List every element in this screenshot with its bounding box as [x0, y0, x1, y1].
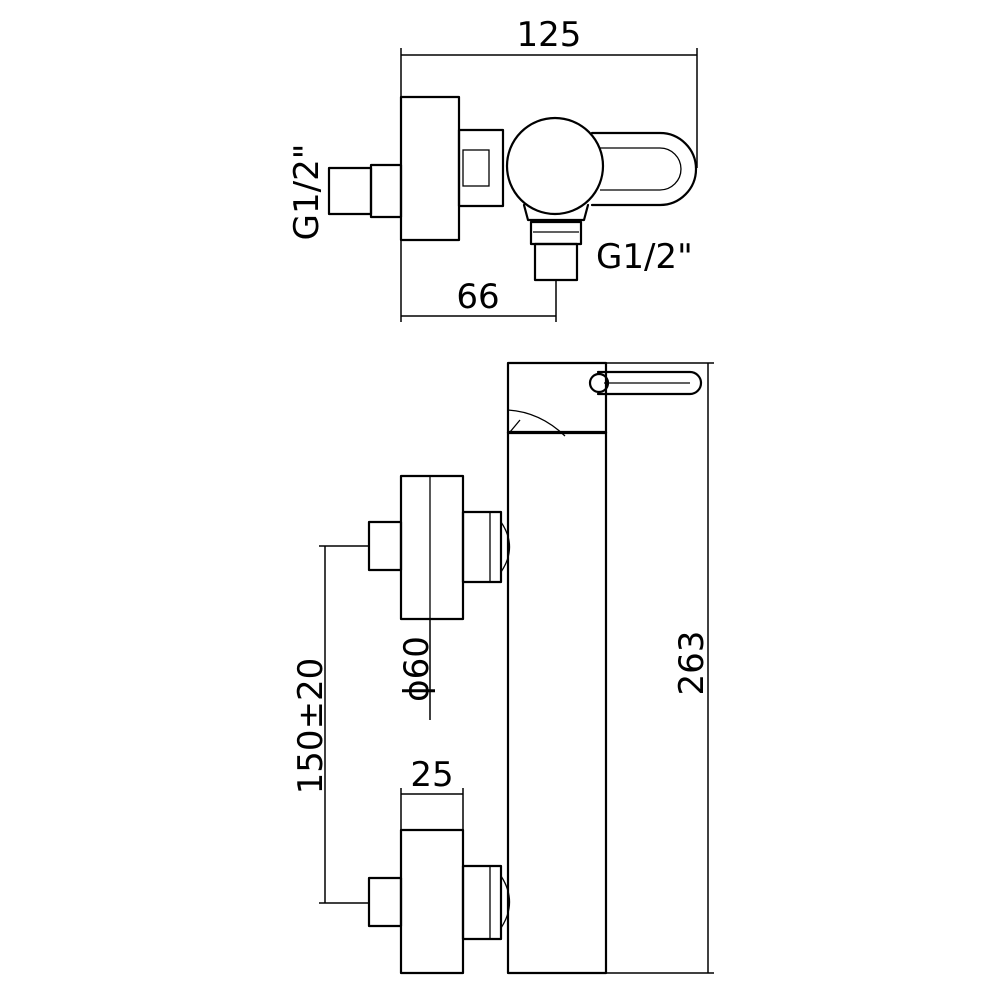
dim-diameter-label: ϕ60: [397, 636, 437, 702]
front-upper-nut: [461, 510, 503, 584]
front-cap-slant: [509, 419, 521, 433]
top-escutcheon: [399, 95, 461, 242]
top-outlet-thread: [533, 242, 579, 282]
front-upper-escutcheon: [399, 474, 465, 621]
inlet-thread-label: G1/2": [287, 144, 327, 241]
top-lever-handle: [590, 131, 698, 207]
dim-offset-label: 66: [456, 277, 499, 317]
front-lower-escutcheon: [399, 828, 465, 975]
front-mixer-body: [506, 430, 608, 975]
front-lever-handle: [596, 370, 703, 396]
dim-depth-label: 25: [410, 755, 453, 795]
dim-height-label: 263: [672, 631, 712, 696]
front-lower-nut: [461, 864, 503, 941]
top-mixer-body: [505, 116, 605, 216]
front-upper-union: [500, 521, 511, 573]
front-top-cap: [506, 361, 608, 435]
top-lever-inner: [600, 147, 682, 191]
front-view: 263 150±20 ϕ60 25: [291, 361, 714, 975]
top-inlet-connector: [369, 163, 403, 219]
top-nut: [457, 128, 505, 208]
front-lower-inlet-thread: [367, 876, 403, 928]
top-nut-inner: [462, 149, 490, 187]
front-cap-curve: [507, 409, 566, 437]
top-view: 125 66 G1/2" G1/2": [287, 15, 698, 322]
top-outlet-nut: [529, 220, 583, 246]
dim-centres-label: 150±20: [291, 658, 331, 795]
front-upper-inlet-thread: [367, 520, 403, 572]
top-inlet-thread: [327, 166, 373, 216]
front-lower-union: [500, 875, 511, 929]
outlet-thread-label: G1/2": [596, 237, 693, 277]
dim-width-label: 125: [517, 15, 582, 55]
top-outlet-collar: [522, 203, 590, 222]
